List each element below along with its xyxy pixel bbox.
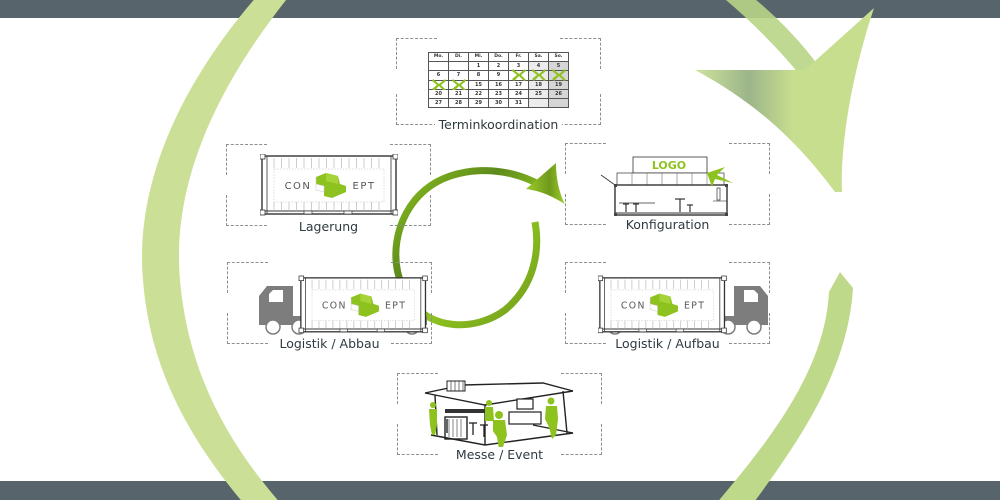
calendar-day: 19 bbox=[548, 79, 569, 90]
booked-x-icon bbox=[531, 69, 546, 82]
calendar-day: 16 bbox=[488, 79, 509, 90]
svg-text:CON: CON bbox=[285, 181, 312, 192]
calendar-day: 27 bbox=[428, 97, 449, 109]
calendar-day: 15 bbox=[468, 79, 489, 90]
booked-x-icon bbox=[551, 69, 566, 82]
calendar-day: 30 bbox=[488, 97, 509, 109]
outer-arc-right bbox=[719, 272, 853, 500]
calendar-header: Do. bbox=[488, 51, 509, 63]
calendar-day: 21 bbox=[448, 88, 469, 99]
calendar-day: 28 bbox=[448, 97, 469, 109]
calendar-day: 23 bbox=[488, 88, 509, 99]
calendar-header: Di. bbox=[448, 51, 469, 63]
step-label: Terminkoordination bbox=[434, 117, 563, 132]
calendar-day bbox=[548, 97, 569, 109]
booked-x-icon bbox=[451, 78, 466, 91]
calendar-day bbox=[508, 69, 529, 82]
calendar-day bbox=[548, 69, 569, 82]
calendar-day: 18 bbox=[528, 79, 549, 90]
svg-text:CON: CON bbox=[322, 301, 347, 312]
calendar-day bbox=[528, 97, 549, 109]
svg-text:CON: CON bbox=[621, 301, 646, 312]
booked-x-icon bbox=[431, 78, 446, 91]
calendar-day: 9 bbox=[488, 70, 509, 81]
calendar-day: 24 bbox=[508, 88, 529, 99]
outer-arrowhead bbox=[695, 8, 874, 192]
outer-arc-top bbox=[725, 0, 820, 75]
calendar-day bbox=[428, 61, 449, 72]
logo-text: LOGO bbox=[652, 159, 686, 172]
calendar-header: Mi. bbox=[468, 51, 489, 63]
container-drawing: CON EPT bbox=[298, 275, 428, 334]
step-label: Konfiguration bbox=[621, 217, 714, 232]
booked-x-icon bbox=[511, 69, 526, 82]
calendar-day: 29 bbox=[468, 97, 489, 109]
event-pavilion-icon bbox=[424, 380, 574, 449]
outer-arc-left bbox=[142, 0, 287, 500]
svg-text:EPT: EPT bbox=[684, 301, 705, 312]
container-drawing: CON EPT bbox=[598, 275, 727, 334]
inner-arrowhead bbox=[526, 163, 565, 204]
calendar-day bbox=[428, 78, 449, 91]
calendar-day bbox=[448, 61, 469, 72]
container-icon: CON EPT bbox=[260, 154, 398, 216]
pointer-arrow-icon bbox=[707, 167, 733, 187]
step-konfiguration: LOGO Konfiguration bbox=[565, 143, 770, 232]
calendar-day: 22 bbox=[468, 88, 489, 99]
svg-text:EPT: EPT bbox=[385, 301, 406, 312]
calendar-header: Fr. bbox=[508, 51, 529, 63]
truck-container-icon: CON EPT bbox=[598, 275, 768, 335]
calendar-day: 17 bbox=[508, 79, 529, 90]
calendar-day bbox=[528, 69, 549, 82]
people-icon bbox=[429, 397, 558, 449]
calendar-day: 1 bbox=[468, 61, 489, 72]
calendar-day: 25 bbox=[528, 88, 549, 99]
step-label: Logistik / Aufbau bbox=[611, 336, 724, 351]
calendar-header: So. bbox=[548, 51, 569, 63]
calendar-day: 8 bbox=[468, 70, 489, 81]
step-messe-event: Messe / Event bbox=[397, 373, 602, 462]
step-label: Logistik / Abbau bbox=[275, 336, 384, 351]
container-bar-logo-icon: LOGO bbox=[600, 156, 733, 216]
svg-text:EPT: EPT bbox=[353, 181, 376, 192]
step-logistik-abbau: CON EPT Logistik / Abbau bbox=[227, 262, 432, 351]
calendar-day: 26 bbox=[548, 88, 569, 99]
step-label: Lagerung bbox=[294, 219, 363, 234]
truck-container-icon: CON EPT bbox=[259, 275, 428, 335]
calendar-day bbox=[448, 78, 469, 91]
calendar-day: 2 bbox=[488, 61, 509, 72]
container-drawing: CON EPT bbox=[260, 154, 398, 216]
calendar-day: 20 bbox=[428, 88, 449, 99]
calendar-header: Sa. bbox=[528, 51, 549, 63]
step-logistik-aufbau: CON EPT Logistik / Aufbau bbox=[565, 262, 770, 351]
calendar-day: 31 bbox=[508, 97, 529, 109]
step-label: Messe / Event bbox=[451, 447, 548, 462]
calendar-header: Mo. bbox=[428, 51, 449, 63]
step-lagerung: CON EPT Lagerung bbox=[226, 144, 431, 234]
